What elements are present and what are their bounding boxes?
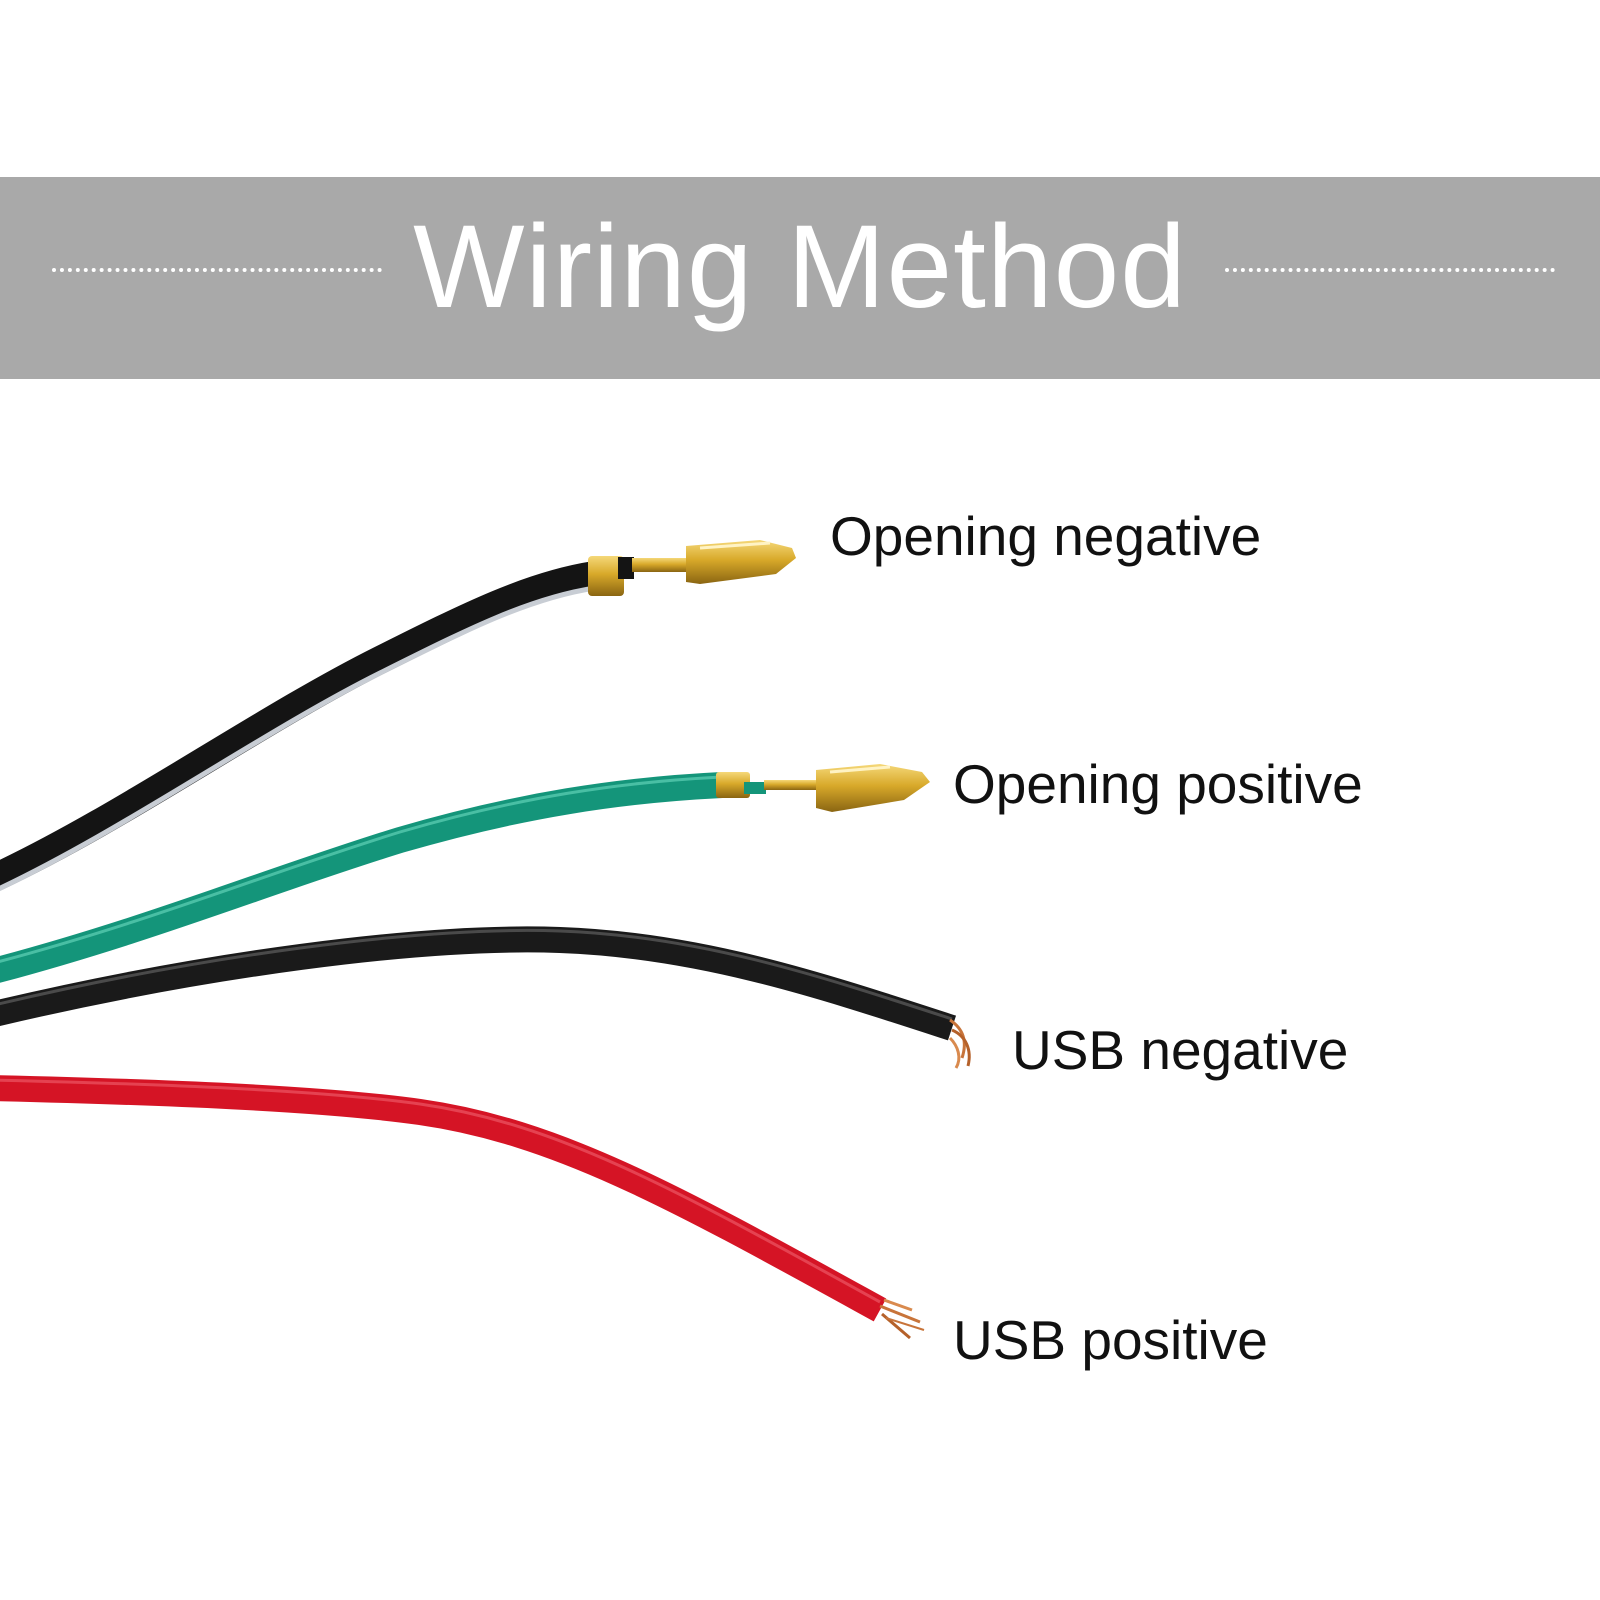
page-title: Wiring Method [413,201,1187,333]
bullet-connector-icon [716,764,930,812]
wire-opening-positive [0,764,930,983]
label-usb-negative: USB negative [1012,1019,1349,1081]
wire-opening-negative [0,540,796,892]
stripped-copper-icon [948,1018,971,1069]
stripped-copper-icon [879,1298,925,1340]
label-opening-negative: Opening negative [830,505,1262,567]
title-banner: Wiring Method [0,177,1600,379]
wire-usb-negative [0,926,971,1069]
banner-dotted-rule-left [52,268,382,272]
wire-usb-positive [0,1075,925,1340]
bullet-connector-icon [588,540,796,596]
label-usb-positive: USB positive [953,1309,1268,1371]
banner-dotted-rule-right [1225,268,1555,272]
label-opening-positive: Opening positive [953,753,1363,815]
